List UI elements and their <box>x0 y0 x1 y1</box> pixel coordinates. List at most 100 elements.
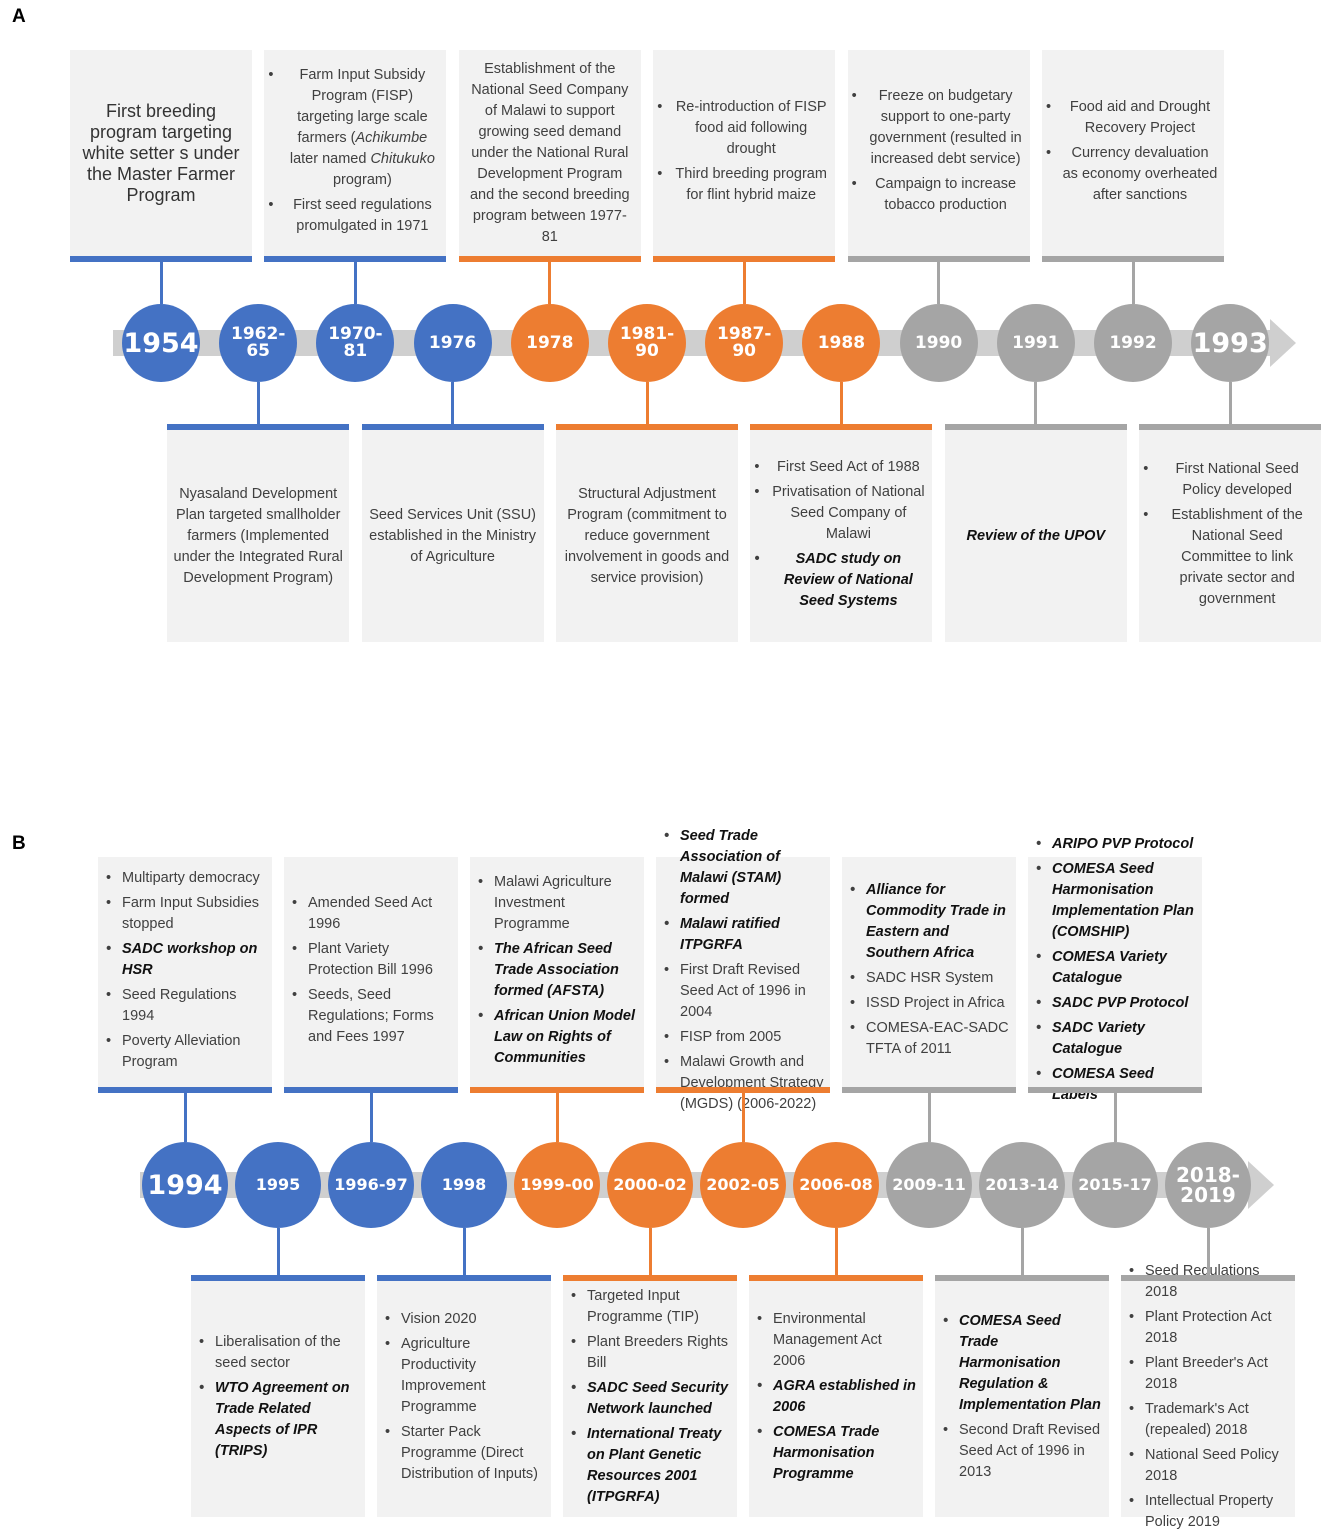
color-bar <box>944 424 1127 430</box>
color-bar <box>1139 424 1322 430</box>
event-item: Farm Input Subsidies stopped <box>106 893 266 935</box>
color-bar <box>935 1275 1109 1281</box>
event-list: First Seed Act of 1988Privatisation of N… <box>754 457 926 616</box>
timeline-arrow <box>113 330 1270 356</box>
event-item: Poverty Alleviation Program <box>106 1031 266 1073</box>
connector-line <box>548 262 552 304</box>
color-bar <box>1028 1087 1202 1093</box>
event-item: COMESA Seed Harmonisation Implementation… <box>1036 859 1196 943</box>
bottom-event-box: COMESA Seed Trade Harmonisation Regulati… <box>935 1281 1109 1517</box>
event-item: Plant Breeders Rights Bill <box>571 1332 731 1374</box>
event-item: Vision 2020 <box>385 1309 545 1330</box>
connector-line <box>276 1228 280 1275</box>
event-item: Privatisation of National Seed Company o… <box>754 482 926 545</box>
color-bar <box>284 1087 458 1093</box>
connector-line <box>648 1228 652 1275</box>
event-list: Multiparty democracyFarm Input Subsidies… <box>104 868 266 1077</box>
connector-line <box>353 262 357 304</box>
event-item: Plant Variety Protection Bill 1996 <box>292 939 452 981</box>
year-marker: 2006-08 <box>793 1142 879 1228</box>
event-list: Environmental Management Act 2006AGRA es… <box>755 1309 917 1489</box>
event-item: Seed Regulations 1994 <box>106 985 266 1027</box>
event-item: Alliance for Commodity Trade in Eastern … <box>850 880 1010 964</box>
top-event-box: Multiparty democracyFarm Input Subsidies… <box>98 857 272 1087</box>
bottom-event-box: Review of the UPOV <box>944 430 1127 642</box>
event-list: Malawi Agriculture Investment ProgrammeT… <box>476 872 638 1073</box>
event-item: Multiparty democracy <box>106 868 266 889</box>
year-marker: 1987-90 <box>705 304 784 382</box>
event-text: First breeding program targeting white s… <box>82 100 240 205</box>
top-event-box: Re-introduction of FISP food aid followi… <box>653 50 836 256</box>
top-event-box: Alliance for Commodity Trade in Eastern … <box>842 857 1016 1087</box>
event-text: Nyasaland Development Plan targeted smal… <box>173 485 343 586</box>
color-bar <box>70 256 252 262</box>
arrow-head-icon <box>1270 319 1296 367</box>
event-item: Food aid and Drought Recovery Project <box>1046 97 1218 139</box>
event-list: ARIPO PVP ProtocolCOMESA Seed Harmonisat… <box>1034 834 1196 1110</box>
connector-line <box>927 1093 931 1142</box>
color-bar <box>191 1275 365 1281</box>
connector-line <box>183 1093 187 1142</box>
event-item: COMESA-EAC-SADC TFTA of 2011 <box>850 1018 1010 1060</box>
year-marker: 1988 <box>802 304 881 382</box>
event-list: Alliance for Commodity Trade in Eastern … <box>848 880 1010 1064</box>
connector-line <box>256 382 260 424</box>
connector-line <box>555 1093 559 1142</box>
connector-line <box>834 1228 838 1275</box>
year-marker: 1998 <box>421 1142 507 1228</box>
panel-label: A <box>12 6 26 27</box>
year-marker: 1954 <box>122 304 200 382</box>
year-marker: 2009-11 <box>886 1142 972 1228</box>
event-item: First seed regulations promulgated in 19… <box>268 195 440 237</box>
connector-line <box>645 382 649 424</box>
event-item: SADC workshop on HSR <box>106 939 266 981</box>
connector-line <box>451 382 455 424</box>
event-item: Seed Trade Association of Malawi (STAM) … <box>664 826 824 910</box>
event-item: First Draft Revised Seed Act of 1996 in … <box>664 960 824 1023</box>
bottom-event-box: Structural Adjustment Program (commitmen… <box>556 430 738 642</box>
bottom-event-box: Seed Regulations 2018Plant Protection Ac… <box>1121 1261 1295 1530</box>
arrow-head-icon <box>1248 1161 1274 1209</box>
event-item: ISSD Project in Africa <box>850 993 1010 1014</box>
event-item: FISP from 2005 <box>664 1027 824 1048</box>
color-bar <box>377 1275 551 1281</box>
year-marker: 1991 <box>996 304 1075 382</box>
event-list: Seed Regulations 2018Plant Protection Ac… <box>1127 1261 1289 1537</box>
panel-label: B <box>12 833 26 854</box>
event-item: Intellectual Property Policy 2019 <box>1129 1491 1289 1533</box>
connector-line <box>1113 1093 1117 1142</box>
event-item: Second Draft Revised Seed Act of 1996 in… <box>943 1420 1103 1483</box>
event-item: National Seed Policy 2018 <box>1129 1445 1289 1487</box>
event-text: Structural Adjustment Program (commitmen… <box>564 485 730 586</box>
event-item: SADC Variety Catalogue <box>1036 1018 1196 1060</box>
connector-line <box>1020 1228 1024 1275</box>
top-event-box: Establishment of the National Seed Compa… <box>458 50 641 256</box>
year-marker: 1962-65 <box>219 304 298 382</box>
color-bar <box>361 424 544 430</box>
bottom-event-box: First Seed Act of 1988Privatisation of N… <box>750 430 933 642</box>
connector-line <box>741 1093 745 1142</box>
event-item: Seed Regulations 2018 <box>1129 1261 1289 1303</box>
color-bar <box>1121 1275 1295 1281</box>
color-bar <box>750 424 933 430</box>
event-item: WTO Agreement on Trade Related Aspects o… <box>199 1378 359 1462</box>
bottom-event-box: Targeted Input Programme (TIP)Plant Bree… <box>563 1281 737 1517</box>
connector-line <box>937 262 941 304</box>
bottom-event-box: Seed Services Unit (SSU) established in … <box>361 430 544 642</box>
year-marker: 1992 <box>1094 304 1172 382</box>
connector-line <box>369 1093 373 1142</box>
event-item: Malawi ratified ITPGRFA <box>664 914 824 956</box>
color-bar <box>264 256 447 262</box>
event-item: Malawi Agriculture Investment Programme <box>478 872 638 935</box>
color-bar <box>653 256 836 262</box>
event-text: Review of the UPOV <box>966 527 1106 544</box>
top-event-box: ARIPO PVP ProtocolCOMESA Seed Harmonisat… <box>1028 834 1202 1103</box>
event-text: Establishment of the National Seed Compa… <box>469 60 630 245</box>
event-item: Plant Breeder's Act 2018 <box>1129 1353 1289 1395</box>
event-item: Malawi Growth and Development Strategy (… <box>664 1052 824 1115</box>
event-item: SADC PVP Protocol <box>1036 993 1196 1014</box>
event-item: Currency devaluation as economy overheat… <box>1046 143 1218 206</box>
bottom-event-box: First National Seed Policy developedEsta… <box>1139 430 1322 642</box>
year-marker: 1970-81 <box>316 304 395 382</box>
event-text: Seed Services Unit (SSU) established in … <box>369 506 536 565</box>
